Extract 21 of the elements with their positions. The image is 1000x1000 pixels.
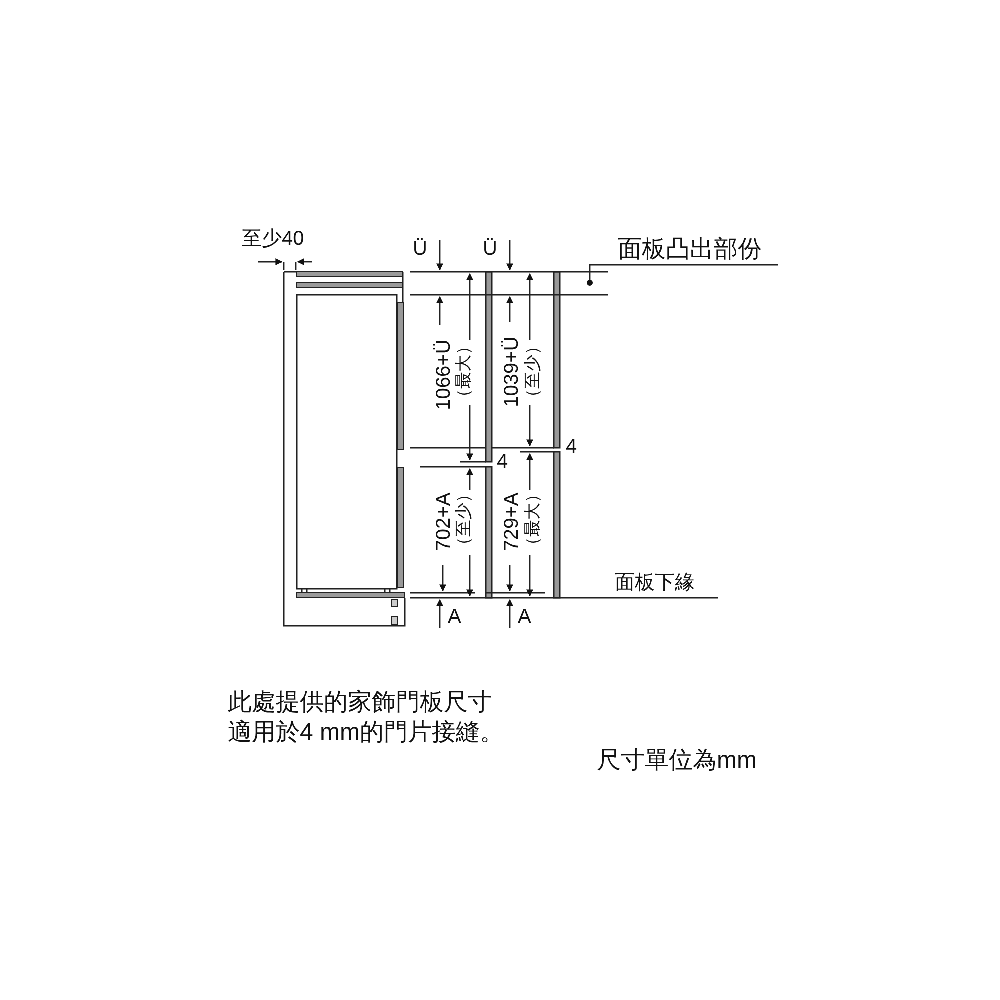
dimension-label: （至少） <box>522 338 543 406</box>
dimension-label: Ü <box>483 238 498 260</box>
dimension-label: 至少40 <box>242 228 304 250</box>
dimension-label: Ü <box>413 238 428 260</box>
dimension-label: （最大） <box>453 338 474 406</box>
dimension-label: 1066+Ü <box>433 340 455 410</box>
dimension-label: 4 <box>566 436 578 458</box>
dimension-label: （至少） <box>453 486 474 554</box>
callout-text: 面板凸出部份 <box>618 236 778 264</box>
dot-marker <box>587 280 593 286</box>
dimension-label: 4 <box>497 451 508 473</box>
dimension-label: 面板下緣 <box>615 572 695 594</box>
dimension-label: 702+A <box>433 492 455 552</box>
note-text: 尺寸單位為mm <box>597 750 757 772</box>
dimension-label: 729+A <box>501 492 523 552</box>
leader-line <box>589 264 778 280</box>
note-text: 此處提供的家飾門板尺寸適用於4 mm的門片接縫。 <box>228 688 504 748</box>
dimension-label: A <box>518 606 532 628</box>
dimension-label: A <box>448 606 462 628</box>
dimension-label: （最大） <box>522 486 543 554</box>
dimension-label: 1039+Ü <box>501 336 523 408</box>
